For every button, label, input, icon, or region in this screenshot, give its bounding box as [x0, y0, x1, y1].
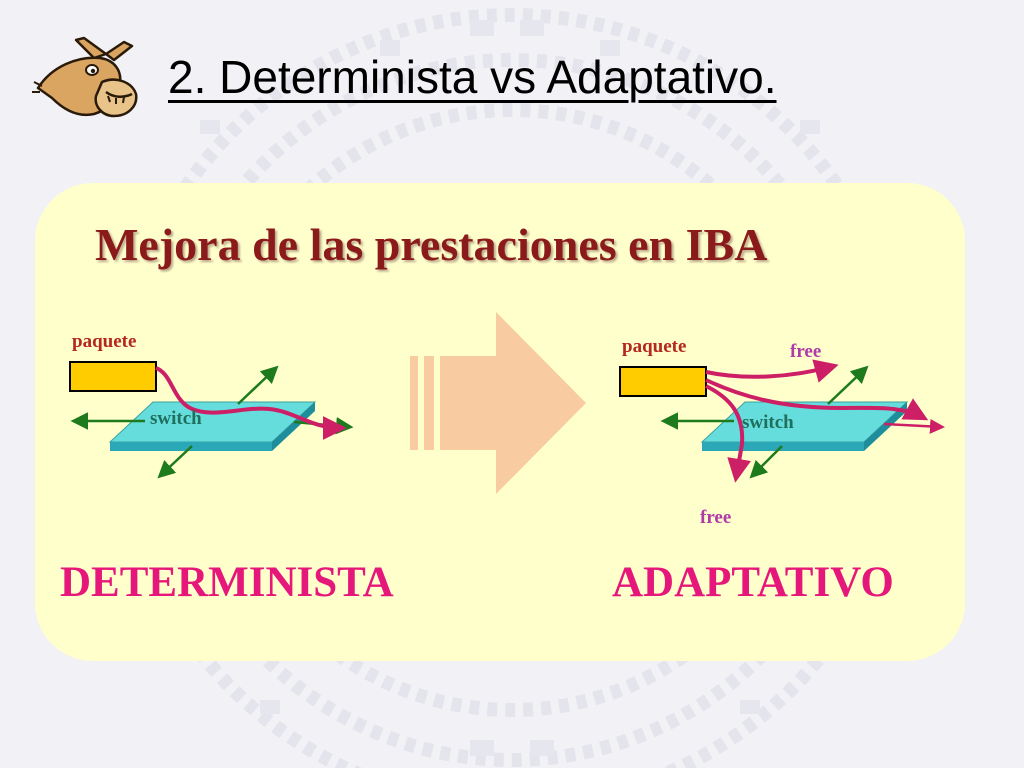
caption-deterministic: DETERMINISTA	[60, 559, 394, 606]
port-arrow-left-north	[237, 365, 279, 405]
port-arrow-right-south	[749, 445, 783, 479]
route-right-east	[705, 378, 929, 421]
packet-label-right: paquete	[622, 336, 686, 357]
switch-slab-left	[108, 401, 317, 451]
deterministic-diagram: paquete switch	[69, 331, 354, 479]
port-arrow-right-east	[883, 418, 945, 434]
slide-title: 2. Determinista vs Adaptativo.	[168, 51, 777, 103]
packet-left	[69, 361, 157, 392]
switch-slab-right	[700, 401, 909, 451]
port-arrow-right-north	[827, 365, 869, 405]
packet-label-left: paquete	[72, 331, 136, 352]
adaptive-diagram: paquete switch free free	[619, 336, 945, 528]
switch-label-right: switch	[742, 412, 794, 433]
cartoon-donkey-icon	[32, 36, 138, 118]
route-right-top	[705, 359, 839, 383]
packet-right	[619, 366, 707, 397]
free-label-top: free	[790, 341, 821, 362]
switch-label-left: switch	[150, 408, 202, 429]
route-left	[155, 366, 347, 440]
right-arrow-icon	[410, 312, 586, 494]
panel-heading: Mejora de las prestaciones en IBA	[95, 219, 768, 270]
route-right-south	[705, 384, 751, 483]
caption-adaptive: ADAPTATIVO	[612, 559, 894, 606]
port-arrow-left-south	[157, 445, 193, 479]
free-label-bottom: free	[700, 507, 731, 528]
